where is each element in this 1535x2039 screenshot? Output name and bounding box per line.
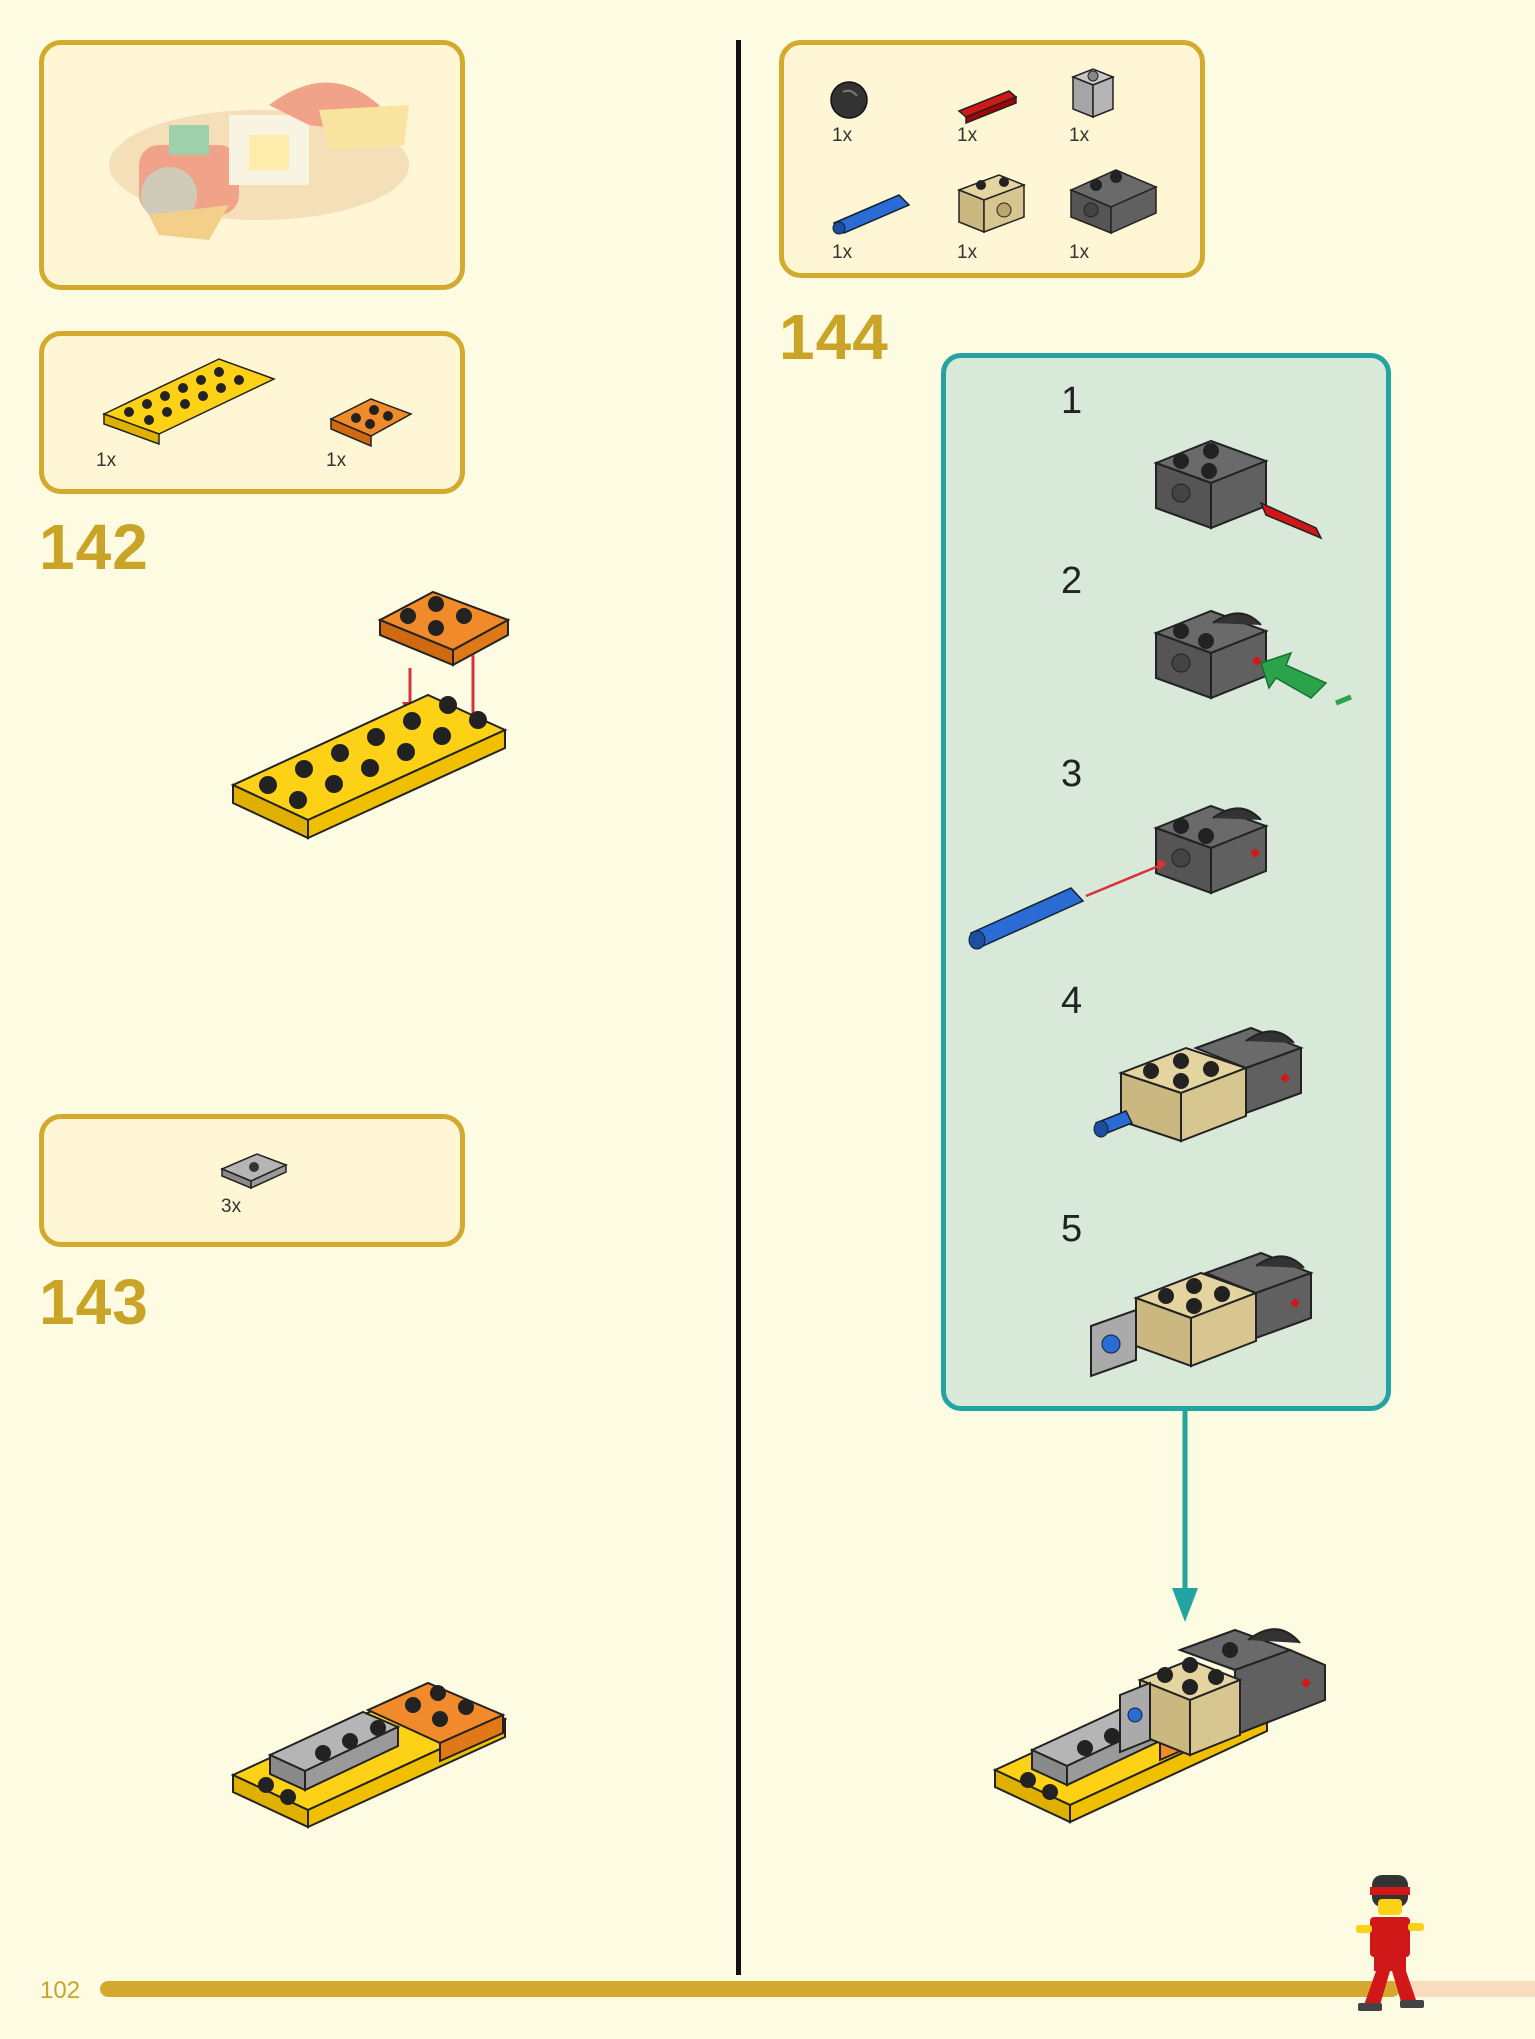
- substep-callout-panel: 1 2 3 4 5: [941, 353, 1391, 1411]
- step-143-parts-panel: 3x: [39, 1114, 465, 1247]
- part-qty-ball-joint: 1x: [832, 125, 853, 146]
- model-preview-panel: [39, 40, 465, 290]
- substep-number-5: 5: [1061, 1208, 1083, 1250]
- substep-4-image: [1093, 1026, 1304, 1143]
- ninja-minifigure-icon: [1356, 1875, 1424, 2011]
- substep-number-3: 3: [1061, 753, 1083, 795]
- substep-2-image: [1153, 609, 1352, 706]
- step-number-144: 144: [779, 301, 889, 373]
- step-142-parts-panel: 1x 1x: [39, 331, 465, 494]
- part-dark-gray-bracket-image: [1069, 169, 1158, 235]
- part-gray-brick-hole-image: [1070, 68, 1116, 119]
- step-144-assembly-image: [992, 1628, 1326, 1824]
- part-qty-yellow-plate: 1x: [96, 450, 117, 471]
- part-yellow-2x6-plate-image: [102, 358, 276, 446]
- page-number: 102: [40, 1977, 81, 2004]
- part-black-ball-joint-image: [830, 81, 868, 119]
- step-number-142: 142: [39, 511, 149, 583]
- part-qty-blue-pin: 1x: [832, 242, 853, 263]
- step-number-143: 143: [39, 1266, 149, 1338]
- step-144-parts-panel: 1x 1x 1x 1x 1x 1x: [779, 40, 1205, 278]
- part-qty-tan-brick: 1x: [957, 242, 978, 263]
- substep-5-image: [1090, 1251, 1314, 1378]
- model-preview-image: [109, 82, 409, 240]
- part-qty-dark-bracket: 1x: [1069, 242, 1090, 263]
- progress-bar-remainder: [1400, 1981, 1535, 1997]
- callout-connector-arrow: [1172, 1410, 1198, 1622]
- substep-number-1: 1: [1061, 380, 1083, 422]
- substep-1-image: [1153, 439, 1323, 540]
- part-gray-jumper-plate-image: [220, 1153, 288, 1190]
- part-red-axle-connector-image: [957, 90, 1018, 125]
- part-orange-2x2-plate-image: [329, 398, 413, 448]
- progress-bar: [100, 1981, 1400, 1997]
- part-qty-gray-jumper: 3x: [221, 1196, 242, 1217]
- part-tan-technic-brick-image: [956, 174, 1027, 234]
- part-blue-technic-pin-image: [832, 194, 911, 235]
- substep-number-4: 4: [1061, 980, 1083, 1022]
- substep-number-2: 2: [1061, 560, 1083, 602]
- substep-3-image: [968, 804, 1269, 950]
- step-142-assembly-image: [230, 590, 511, 840]
- part-qty-red-axle: 1x: [957, 125, 978, 146]
- step-143-assembly-image: [230, 1681, 508, 1829]
- column-divider: [736, 40, 741, 1975]
- part-qty-gray-brick: 1x: [1069, 125, 1090, 146]
- part-qty-orange-plate: 1x: [326, 450, 347, 471]
